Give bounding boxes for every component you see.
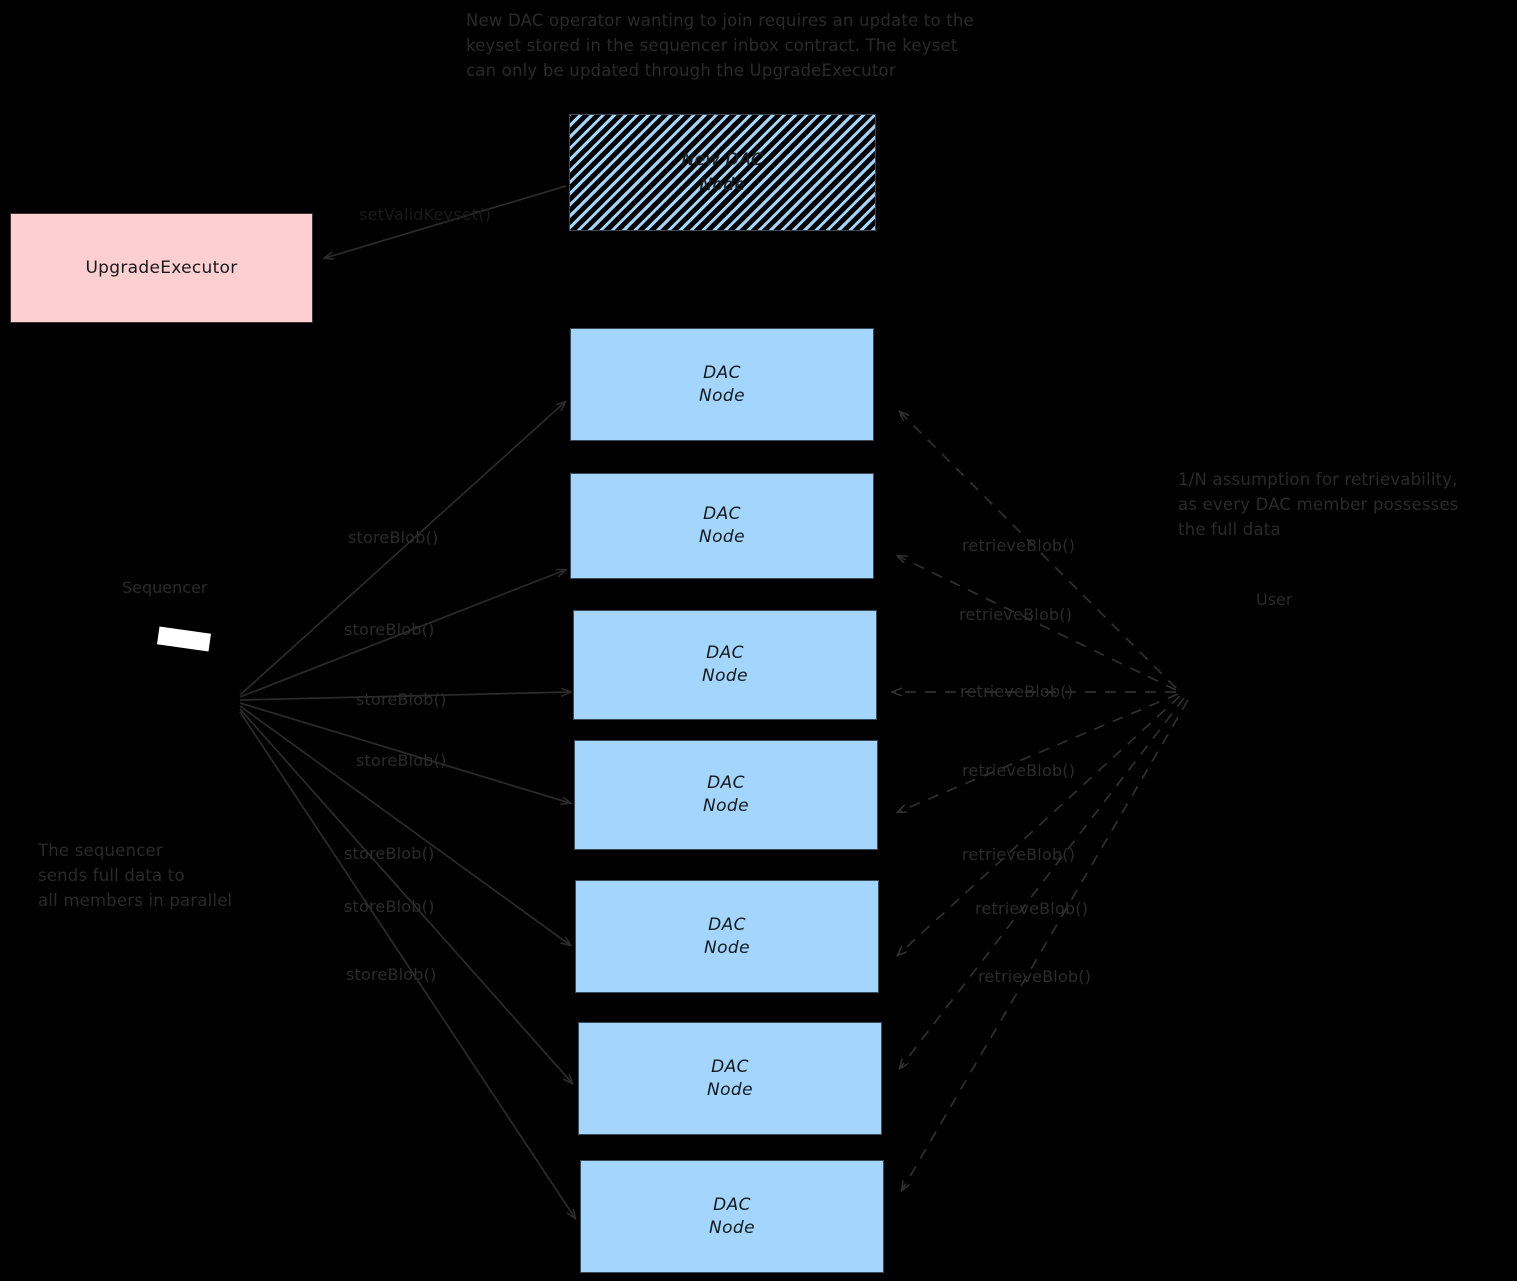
actor-label-user: User	[1256, 590, 1293, 609]
edge-label-retrieve-blob-4: retrieveBlob()	[962, 761, 1076, 780]
edge-label-store-blob-5: storeBlob()	[344, 844, 435, 863]
dac-node-5[interactable]: DAC Node	[575, 880, 879, 993]
note-bottom-left: The sequencer sends full data to all mem…	[38, 841, 233, 911]
edge-label-retrieve-blob-3: retrieveBlob()	[960, 682, 1074, 701]
note-right: 1/N assumption for retrievability, as ev…	[1178, 470, 1459, 540]
dac-node-2[interactable]: DAC Node	[570, 473, 874, 579]
dac-node-1[interactable]: DAC Node	[570, 328, 874, 441]
dac-node-4[interactable]: DAC Node	[574, 740, 878, 850]
dac-node-6-line2: Node	[707, 1079, 753, 1100]
dac-node-6[interactable]: DAC Node	[578, 1022, 882, 1135]
note-top: New DAC operator wanting to join require…	[466, 11, 974, 81]
dac-node-2-line1: DAC	[703, 504, 741, 525]
edge-store-blob-1	[239, 402, 565, 696]
edge-label-store-blob-1: storeBlob()	[348, 528, 439, 547]
edge-label-retrieve-blob-2: retrieveBlob()	[959, 605, 1073, 624]
edge-label-retrieve-blob-6: retrieveBlob()	[975, 899, 1089, 918]
new-dac-node-line2: Node	[699, 174, 746, 195]
dac-node-7-line1: DAC	[713, 1194, 751, 1215]
new-dac-node-line1: New DAC	[681, 149, 764, 170]
edge-retrieve-blob-4	[898, 693, 1179, 812]
dac-node-7[interactable]: DAC Node	[580, 1160, 884, 1273]
edge-retrieve-blob-6	[900, 697, 1185, 1068]
edge-label-store-blob-7: storeBlob()	[346, 965, 437, 984]
edge-label-retrieve-blob-5: retrieveBlob()	[962, 845, 1076, 864]
dac-node-3-line1: DAC	[706, 643, 744, 664]
dac-node-1-line2: Node	[699, 385, 745, 406]
dac-node-5-line1: DAC	[708, 914, 746, 935]
dac-node-5-line2: Node	[704, 937, 750, 958]
dac-node-3-line2: Node	[702, 666, 748, 686]
upgrade-executor-label: UpgradeExecutor	[85, 258, 238, 278]
dac-node-2-line2: Node	[699, 527, 745, 547]
dac-node-4-line1: DAC	[707, 773, 745, 794]
edge-label-retrieve-blob-7: retrieveBlob()	[978, 967, 1092, 986]
dac-node-3[interactable]: DAC Node	[573, 610, 877, 720]
sequencer-actor-icon[interactable]	[157, 626, 211, 652]
actor-label-sequencer: Sequencer	[122, 578, 208, 597]
upgrade-executor-box[interactable]: UpgradeExecutor	[10, 213, 313, 323]
dac-node-4-line2: Node	[703, 796, 749, 816]
edge-group-store-blob	[239, 402, 575, 1218]
dac-node-6-line1: DAC	[711, 1056, 749, 1077]
dac-node-1-line1: DAC	[703, 362, 741, 383]
edge-group-retrieve-blob	[893, 412, 1189, 1190]
edge-label-store-blob-3: storeBlob()	[356, 690, 447, 709]
edge-label-store-blob-2: storeBlob()	[344, 620, 435, 639]
edge-label-store-blob-4: storeBlob()	[356, 751, 447, 770]
edge-label-retrieve-blob-1: retrieveBlob()	[962, 536, 1076, 555]
edge-label-set-valid-keyset: setValidKeyset()	[359, 205, 492, 224]
new-dac-node-box[interactable]: New DAC Node	[569, 114, 876, 231]
edge-label-store-blob-6: storeBlob()	[344, 897, 435, 916]
dac-node-7-line2: Node	[709, 1217, 755, 1238]
